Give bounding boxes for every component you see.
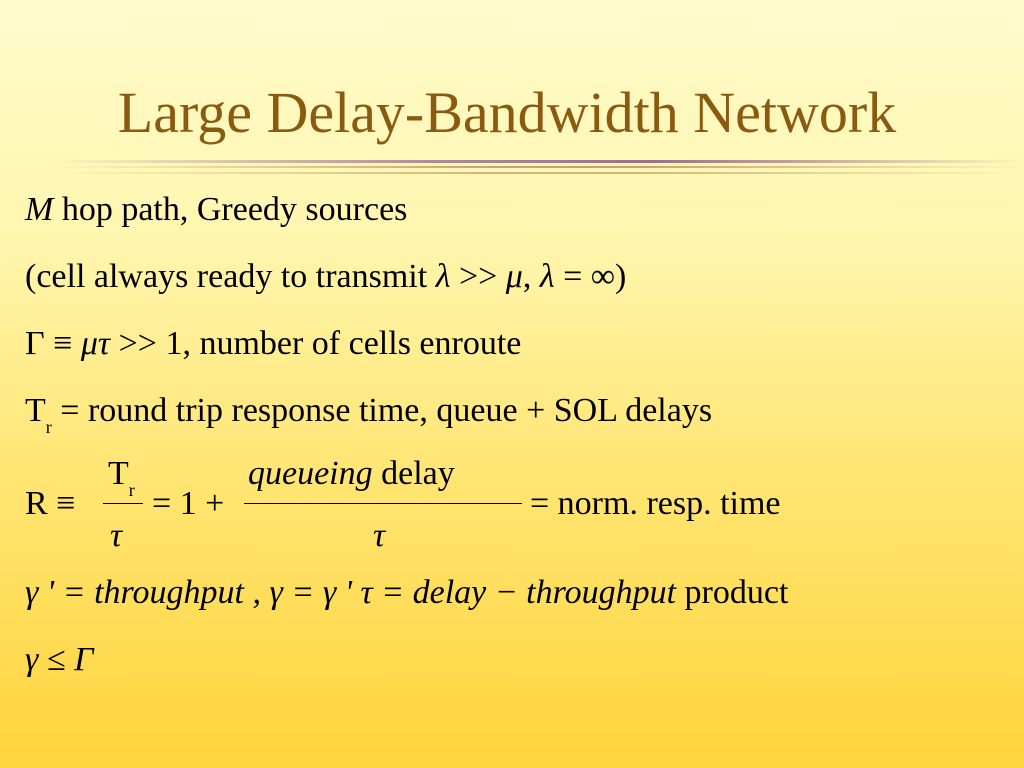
m-variable: M (25, 191, 54, 228)
fraction2-bar (244, 503, 522, 504)
r-subscript-num: r (128, 480, 135, 500)
line-tr-def: Tr = round trip response time, queue + S… (25, 391, 713, 437)
round-trip-text: = round trip response time, queue + SOL … (51, 392, 713, 429)
lambda-symbol: λ (435, 258, 451, 295)
gamma-bound-expression: γ ≤ Γ (25, 641, 94, 678)
lambda-symbol-2: λ (539, 258, 555, 295)
mu-symbol: μ (505, 258, 523, 295)
line-hop-path: M hop path, Greedy sources (25, 190, 407, 230)
comma-text: , (522, 258, 540, 295)
fraction2-numerator: queueing delay (248, 454, 455, 494)
slide-title: Large Delay-Bandwidth Network (117, 80, 897, 145)
delay-word: delay (372, 455, 455, 492)
fraction1-denominator: τ (110, 517, 123, 554)
line-gamma-def: Γ ≡ μτ >> 1, number of cells enroute (25, 324, 521, 364)
much-greater-symbol: >> (450, 258, 506, 295)
norm-resp-time: = norm. resp. time (530, 485, 781, 522)
line-cell-ready: (cell always ready to transmit λ >> μ, λ… (25, 257, 626, 297)
r-subscript: r (45, 417, 52, 437)
product-word: product (676, 574, 789, 611)
r-equiv: R ≡ (25, 485, 76, 522)
t-symbol-num: T (108, 455, 129, 492)
fraction1-numerator: Tr (108, 454, 135, 500)
cell-ready-text: (cell always ready to transmit (25, 258, 436, 295)
equals-one-plus: = 1 + (152, 485, 225, 522)
throughput-expression: γ ' = throughput , γ = γ ' τ = delay − t… (25, 574, 677, 611)
mu-tau: μτ (80, 325, 111, 362)
title-divider (50, 160, 1024, 163)
line-gamma-bound: γ ≤ Γ (25, 640, 93, 680)
t-symbol: T (25, 392, 46, 429)
cells-enroute-text: >> 1, number of cells enroute (110, 325, 522, 362)
hop-path-text: hop path, Greedy sources (61, 191, 408, 228)
fraction2-denominator: τ (373, 517, 386, 554)
gamma-equiv: Γ ≡ (25, 325, 81, 362)
queueing-word: queueing (248, 455, 373, 492)
equals-infinity: = ∞) (554, 258, 627, 295)
fraction1-bar (103, 503, 143, 504)
line-throughput: γ ' = throughput , γ = γ ' τ = delay − t… (25, 573, 788, 613)
title-divider-2 (50, 166, 1024, 168)
title-divider-3 (50, 172, 1024, 174)
